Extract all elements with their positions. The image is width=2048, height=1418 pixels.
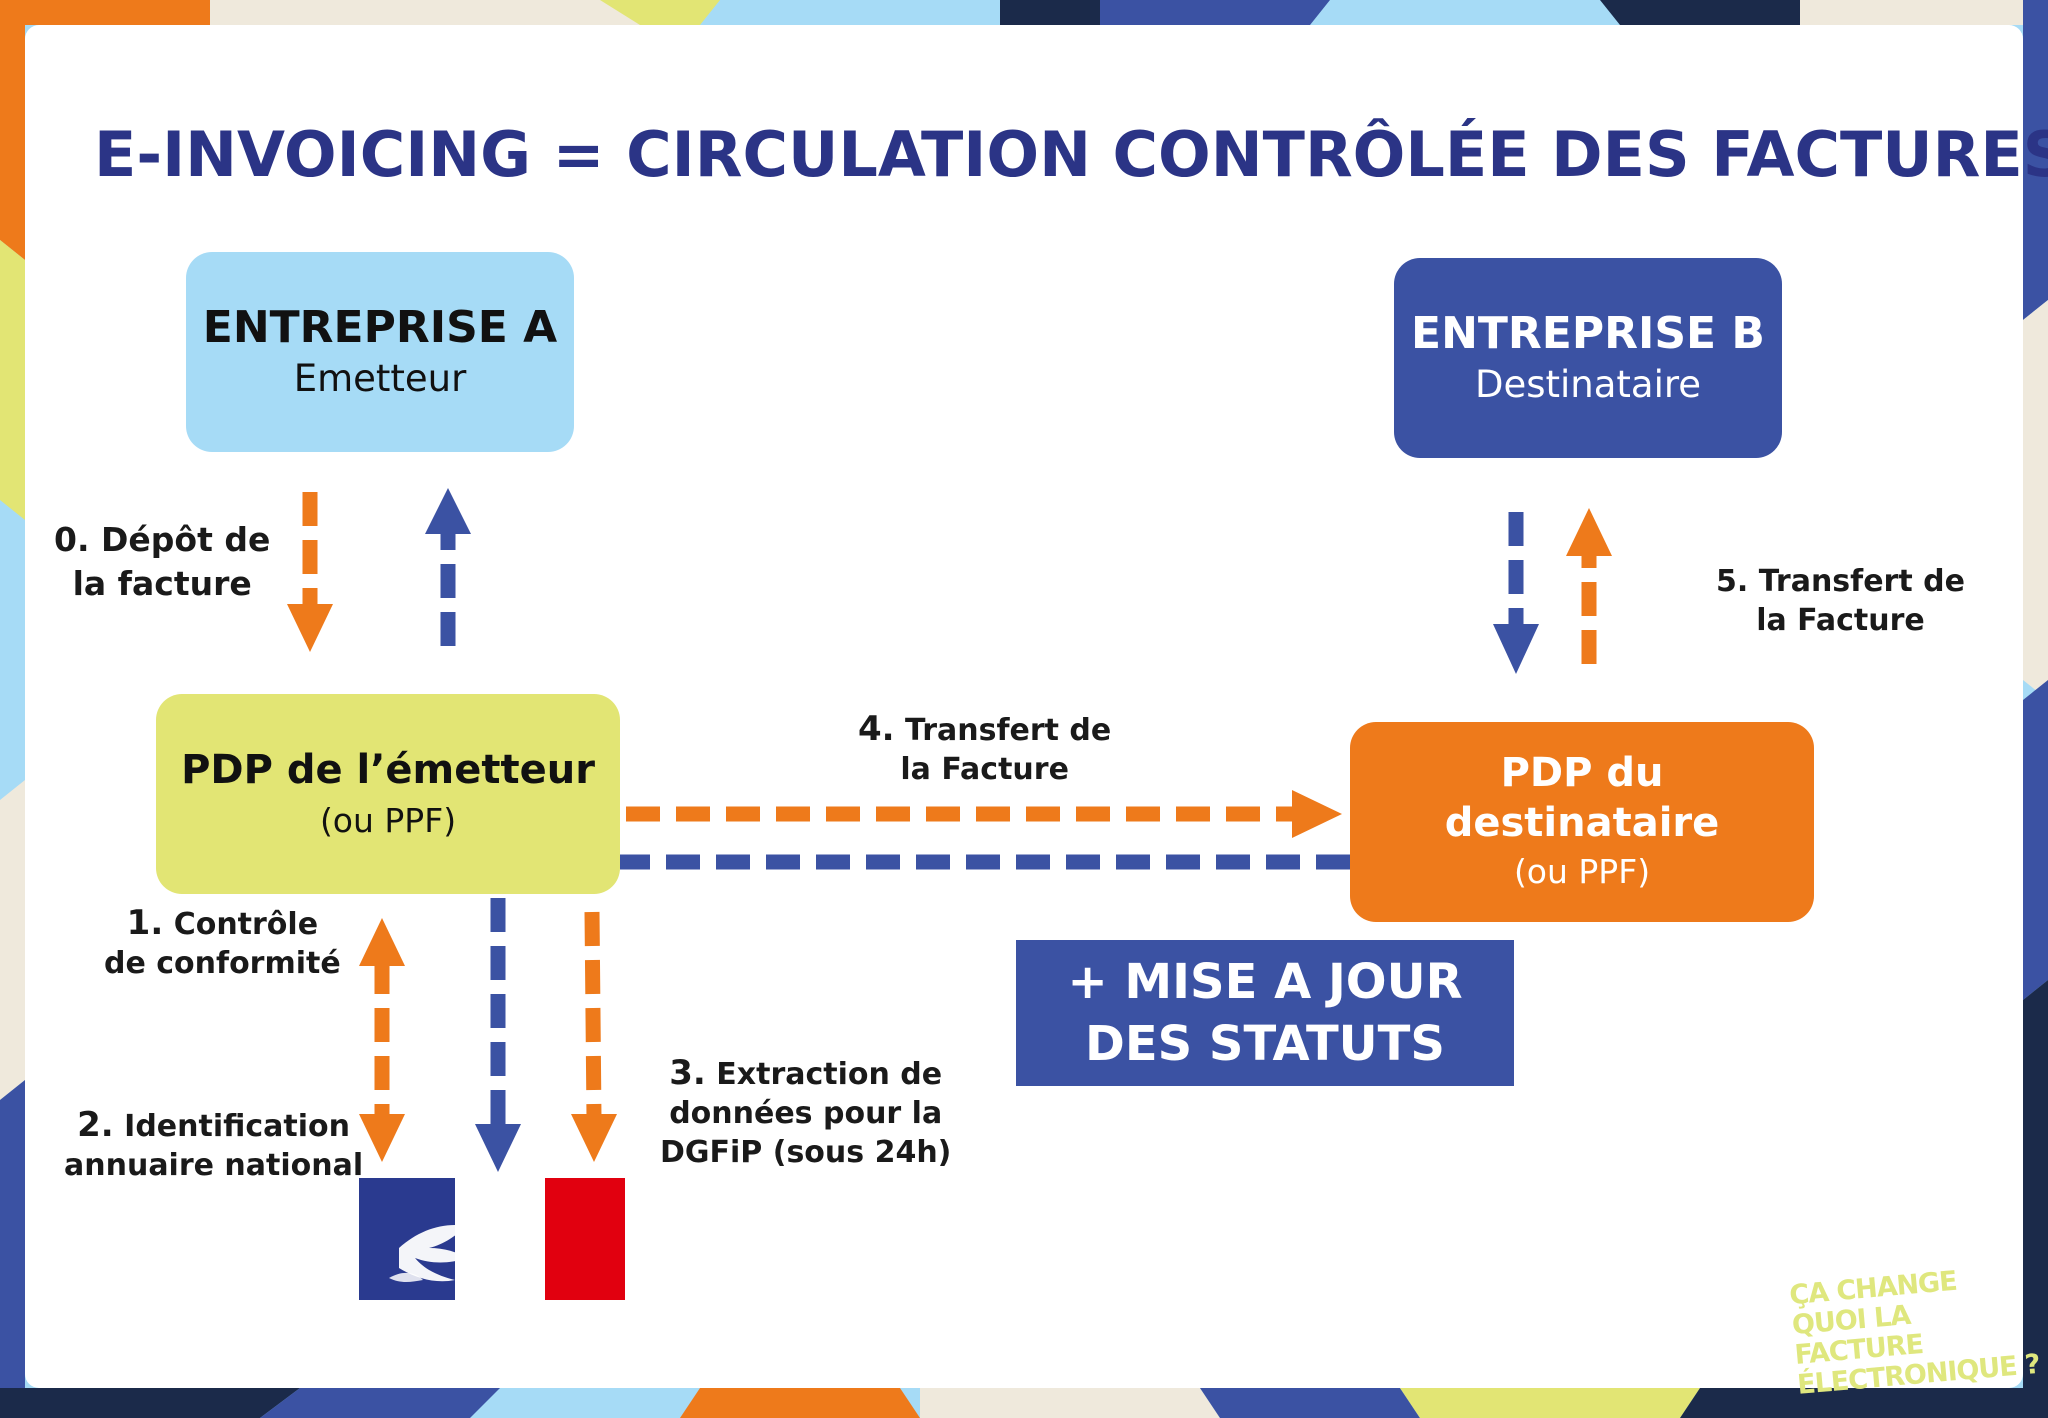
arrow-depot-down [287, 492, 333, 652]
entreprise-a-name: ENTREPRISE A [202, 302, 558, 353]
arrow-extraction-down [571, 911, 617, 1162]
step-0-label: 0. Dépôt de la facture [54, 518, 270, 606]
entreprise-b-box: ENTREPRISE B Destinataire [1394, 258, 1782, 458]
step-2-line-2: annuaire national [64, 1148, 364, 1183]
pdp-emetteur-sub: (ou PPF) [319, 801, 457, 840]
step-1-line-1: Contrôle [173, 907, 319, 942]
step-5-num: 5. [1716, 564, 1749, 599]
status-update-line-1: + MISE A JOUR [1067, 954, 1463, 1010]
arrow-blue-to-dgfip [475, 898, 521, 1172]
arrow-to-b-down [1493, 512, 1539, 674]
page-title: E-INVOICING = CIRCULATION CONTRÔLÉE DES … [94, 118, 2048, 191]
step-1-line-2: de conformité [104, 946, 341, 981]
pdp-emetteur-box: PDP de l’émetteur (ou PPF) [156, 694, 620, 894]
status-update-line-2: DES STATUTS [1085, 1016, 1445, 1072]
step-5-line-2: la Facture [1756, 603, 1925, 638]
step-3-line-3: DGFiP (sous 24h) [660, 1135, 952, 1170]
step-2-line-1: Identification [124, 1109, 350, 1144]
step-3-num: 3. [669, 1053, 706, 1093]
step-0-line-1: Dépôt de [101, 520, 271, 559]
step-2-label: 2. Identification annuaire national [64, 1106, 363, 1185]
step-5-label: 5. Transfert de la Facture [1716, 562, 1965, 640]
arrow-return-up-a [425, 488, 471, 646]
entreprise-b-role: Destinataire [1474, 363, 1702, 406]
step-1-label: 1. Contrôle de conformité [104, 904, 341, 983]
step-2-num: 2. [77, 1105, 114, 1145]
entreprise-a-role: Emetteur [293, 357, 467, 400]
pdp-emetteur-name: PDP de l’émetteur [181, 747, 595, 793]
step-4-num: 4. [858, 709, 895, 749]
step-0-num: 0. [54, 520, 90, 559]
entreprise-b-name: ENTREPRISE B [1411, 308, 1765, 359]
step-1-num: 1. [126, 903, 164, 943]
step-5-line-1: Transfert de [1758, 564, 1965, 599]
arrow-transfer-right [626, 790, 1342, 838]
pdp-destinataire-box: PDP du destinataire (ou PPF) [1350, 722, 1814, 922]
brand-tagline: ÇA CHANGE QUOI LA FACTURE ÉLECTRONIQUE ? [1788, 1259, 2048, 1401]
step-3-line-1: Extraction de [716, 1057, 943, 1092]
marianne-flag-icon [359, 1178, 625, 1300]
step-4-line-2: la Facture [900, 752, 1069, 787]
step-4-label: 4. Transfert de la Facture [858, 710, 1111, 789]
pdp-destinataire-sub: (ou PPF) [1513, 852, 1651, 891]
step-4-line-1: Transfert de [905, 713, 1112, 748]
step-3-line-2: données pour la [669, 1096, 943, 1131]
pdp-destinataire-name-1: PDP du [1500, 750, 1664, 796]
entreprise-a-box: ENTREPRISE A Emetteur [186, 252, 574, 452]
arrow-transfer-up-b [1566, 508, 1612, 664]
arrow-controle-bidirectional [359, 918, 405, 1162]
step-3-label: 3. Extraction de données pour la DGFiP (… [660, 1054, 951, 1172]
pdp-destinataire-name-2: destinataire [1444, 800, 1720, 846]
status-update-banner: + MISE A JOUR DES STATUTS [1016, 940, 1514, 1086]
step-0-line-2: la facture [72, 564, 252, 603]
